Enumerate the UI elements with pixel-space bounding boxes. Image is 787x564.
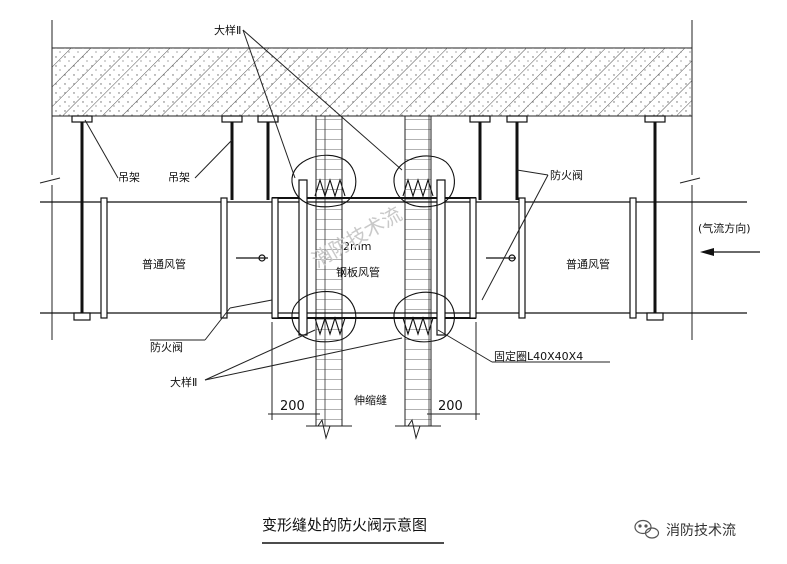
fire-damper-label-left: 防火阀 [150,340,183,354]
flanges [100,197,637,319]
hangers [71,115,666,321]
caption: 变形缝处的防火阀示意图 [262,516,427,534]
brick-wall-right [404,115,432,427]
wall-break-marks [306,418,441,440]
detail-circles [291,154,455,343]
expansion-joint-label: 伸缩缝 [354,393,387,407]
leader-lines [84,29,610,381]
damper-handles [236,254,516,262]
brick-wall-left [315,115,343,427]
airflow-arrow [700,248,760,256]
brand-name: 消防技术流 [666,523,736,539]
side-walls [39,20,701,340]
dimension-right: 200 [438,399,463,414]
dimension-left: 200 [280,399,305,414]
detail-label-bottom: 大样Ⅱ [170,375,197,389]
dimension-lines [268,322,480,420]
hanger-label-right: 吊架 [168,171,190,184]
duct-label-center: 钢板风管 [336,265,380,279]
thickness-label: 2mm [343,240,371,253]
fixing-ring-label: 固定圈L40X40X4 [494,349,583,363]
duct-label-left: 普通风管 [142,257,186,271]
duct-label-right: 普通风管 [566,257,610,271]
detail-label-top: 大样Ⅱ [214,23,241,37]
airflow-label: (气流方向) [698,221,751,235]
fire-damper-label-right: 防火阀 [550,168,583,182]
hanger-label-left: 吊架 [118,171,140,184]
concrete-slab [51,47,693,117]
wechat-icon [634,519,660,539]
